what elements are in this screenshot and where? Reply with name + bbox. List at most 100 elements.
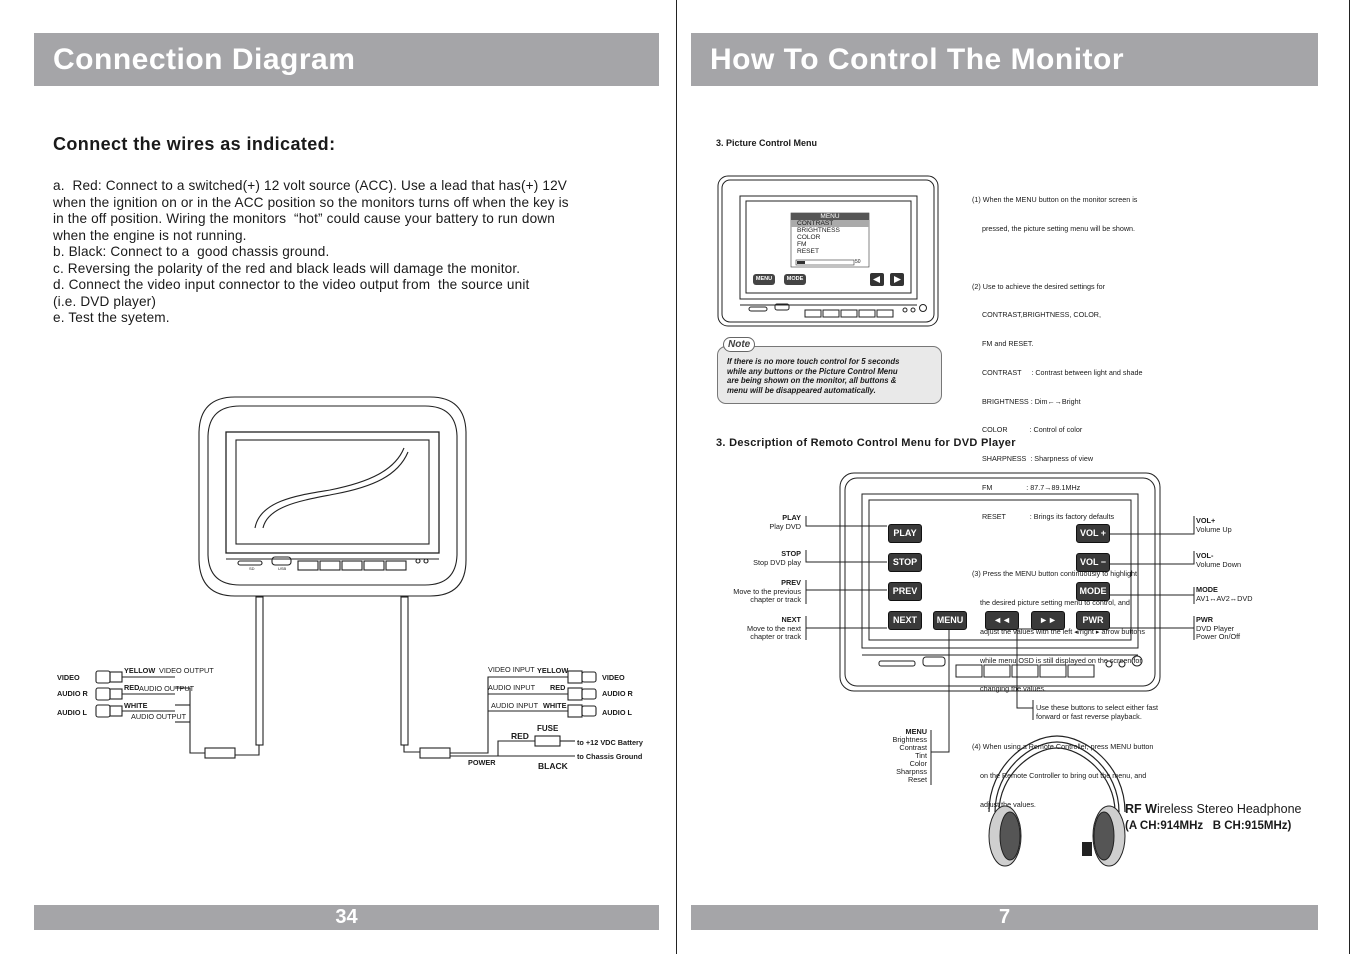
next-button[interactable]: NEXT bbox=[888, 611, 922, 630]
osd-slider-value: 50 bbox=[855, 259, 861, 265]
callout-desc: AV1↔AV2↔DVD bbox=[1196, 593, 1253, 603]
power-label: POWER bbox=[468, 758, 496, 767]
callout-desc: chapter or track bbox=[750, 595, 801, 604]
wire-label: VIDEO bbox=[602, 673, 625, 682]
wire-function-label: AUDIO INPUT bbox=[491, 701, 539, 710]
osd-menu-item[interactable]: RESET bbox=[797, 248, 819, 255]
power-button[interactable]: PWR bbox=[1076, 611, 1110, 630]
wire-label: AUDIO R bbox=[57, 689, 88, 698]
wire-function-label: AUDIO OUTPUT bbox=[139, 684, 195, 693]
fast-forward-button[interactable]: ►► bbox=[1031, 611, 1065, 630]
right-page: How To Control The Monitor 3. Picture Co… bbox=[676, 0, 1350, 954]
osd-menu-item[interactable]: BRIGHTNESS bbox=[797, 227, 840, 234]
wire-label: AUDIO L bbox=[57, 708, 87, 717]
instruction-line: the desired picture setting menu to cont… bbox=[972, 598, 1130, 608]
wire-color-label: WHITE bbox=[543, 701, 567, 710]
vol-up-callout: VOL+ Volume Up bbox=[1196, 516, 1232, 534]
headphone-title-rest: ireless Stereo Headphone bbox=[1156, 802, 1302, 816]
headrest-monitor-diagram bbox=[95, 396, 597, 759]
mode-button[interactable]: MODE bbox=[1076, 582, 1110, 601]
page-header: How To Control The Monitor bbox=[691, 33, 1318, 86]
volume-up-button[interactable]: VOL + bbox=[1076, 524, 1110, 543]
text-line: in the off position. Wiring the monitors… bbox=[53, 211, 555, 226]
callout-title: MODE bbox=[1196, 585, 1218, 594]
callout-desc: DVD Player bbox=[1196, 623, 1235, 633]
note-box bbox=[717, 346, 942, 404]
callout-title: MENU bbox=[905, 727, 928, 736]
text-line: when the ignition on or in the ACC posit… bbox=[53, 194, 569, 210]
osd-menu-item[interactable]: CONTRAST bbox=[797, 220, 834, 227]
callout-title: PREV bbox=[781, 578, 801, 587]
note-line: If there is no more touch control for 5 … bbox=[727, 357, 900, 366]
mode-callout: MODE AV1↔AV2↔DVD bbox=[1196, 585, 1253, 603]
callout-desc: Play DVD bbox=[769, 521, 801, 531]
wire-label: AUDIO L bbox=[602, 708, 632, 717]
seek-note-line: forward or fast reverse playback. bbox=[1036, 711, 1142, 721]
instruction-line: adjust the values with the left ◂/right … bbox=[972, 626, 1146, 636]
callout-title: NEXT bbox=[781, 615, 801, 624]
osd-menu-title: MENU bbox=[820, 213, 840, 220]
wire-function-label: VIDEO INPUT bbox=[488, 665, 535, 674]
callout-desc: Reset bbox=[907, 775, 927, 784]
headphone-title-prefix: RF W bbox=[1125, 802, 1157, 816]
instructions-text: a. Red: Connect to a switched(+) 12 volt… bbox=[53, 178, 569, 327]
wire-color-label: YELLOW bbox=[537, 666, 569, 675]
volume-down-button[interactable]: VOL − bbox=[1076, 553, 1110, 572]
callout-desc: Color bbox=[909, 759, 927, 768]
stop-button[interactable]: STOP bbox=[888, 553, 922, 572]
prev-button[interactable]: PREV bbox=[888, 582, 922, 601]
vol-down-callout: VOL- Volume Down bbox=[1196, 551, 1242, 569]
instruction-line: COLOR : Control of color bbox=[972, 425, 1083, 435]
instruction-line: CONTRAST,BRIGHTNESS, COLOR, bbox=[972, 310, 1101, 320]
instruction-line: (1) When the MENU button on the monitor … bbox=[972, 195, 1138, 205]
play-callout: PLAY Play DVD bbox=[769, 513, 801, 531]
osd-menu-button[interactable]: MENU bbox=[753, 274, 775, 285]
instruction-line: SHARPNESS : Sharpness of view bbox=[972, 454, 1094, 464]
battery-label: to +12 VDC Battery bbox=[577, 738, 643, 747]
menu-button[interactable]: MENU bbox=[933, 611, 967, 630]
next-callout: NEXT Move to the next chapter or track bbox=[747, 615, 801, 642]
section-title: 3. Picture Control Menu bbox=[716, 138, 818, 148]
instruction-line: changing the values. bbox=[972, 684, 1046, 694]
page-header: Connection Diagram bbox=[34, 33, 659, 86]
callout-desc: chapter or track bbox=[750, 632, 801, 641]
section-title: Connect the wires as indicated: bbox=[53, 134, 336, 154]
text-line: c. Reversing the polarity of the red and… bbox=[53, 260, 521, 276]
rewind-button[interactable]: ◄◄ bbox=[985, 611, 1019, 630]
callout-desc: Move to the next bbox=[747, 623, 801, 633]
black-label: BLACK bbox=[538, 761, 568, 771]
callout-title: VOL- bbox=[1196, 551, 1214, 560]
text-line: e. Test the syetem. bbox=[53, 310, 170, 325]
page-number: 7 bbox=[691, 905, 1318, 930]
wire-function-label: VIDEO OUTPUT bbox=[159, 666, 214, 675]
callout-title: STOP bbox=[781, 549, 801, 558]
osd-menu-list: CONTRAST BRIGHTNESS COLOR FM RESET bbox=[797, 220, 840, 255]
instruction-line: (3) Press the MENU button continuously t… bbox=[972, 569, 1137, 579]
wire-label: AUDIO R bbox=[602, 689, 633, 698]
osd-menu-item[interactable]: FM bbox=[797, 241, 807, 248]
wire-color-label: RED bbox=[124, 683, 140, 692]
instruction-line: on the Remote Controller to bring out th… bbox=[972, 770, 1147, 780]
prev-callout: PREV Move to the previous chapter or tra… bbox=[733, 578, 801, 605]
osd-mode-button[interactable]: MODE bbox=[784, 274, 806, 285]
text-line: when the engine is not running. bbox=[53, 227, 247, 243]
picture-menu-instructions: (1) When the MENU button on the monitor … bbox=[972, 176, 1153, 828]
left-page: Connection Diagram Connect the wires as … bbox=[34, 33, 659, 930]
wire-color-label: YELLOW bbox=[124, 666, 156, 675]
text-line: b. Black: Connect to a good chassis grou… bbox=[53, 244, 330, 259]
power-red-label: RED bbox=[511, 731, 529, 741]
osd-menu-item[interactable]: COLOR bbox=[797, 234, 821, 241]
wire-color-label: WHITE bbox=[124, 701, 148, 710]
fuse-label: FUSE bbox=[537, 724, 559, 733]
play-button[interactable]: PLAY bbox=[888, 524, 922, 543]
callout-desc: Volume Up bbox=[1196, 524, 1232, 534]
callout-title: VOL+ bbox=[1196, 516, 1216, 525]
callout-desc: Stop DVD play bbox=[753, 557, 801, 567]
callout-desc: Volume Down bbox=[1196, 559, 1242, 569]
instruction-line: (2) Use to achieve the desired settings … bbox=[972, 281, 1106, 291]
headphone-frequency: (A CH:914MHz B CH:915MHz) bbox=[1125, 820, 1292, 832]
callout-desc: Contrast bbox=[899, 743, 927, 752]
callout-desc: Sharpnss bbox=[896, 767, 927, 776]
wire-label: VIDEO bbox=[57, 673, 80, 682]
instruction-line: RESET : Brings its factory defaults bbox=[972, 511, 1115, 521]
